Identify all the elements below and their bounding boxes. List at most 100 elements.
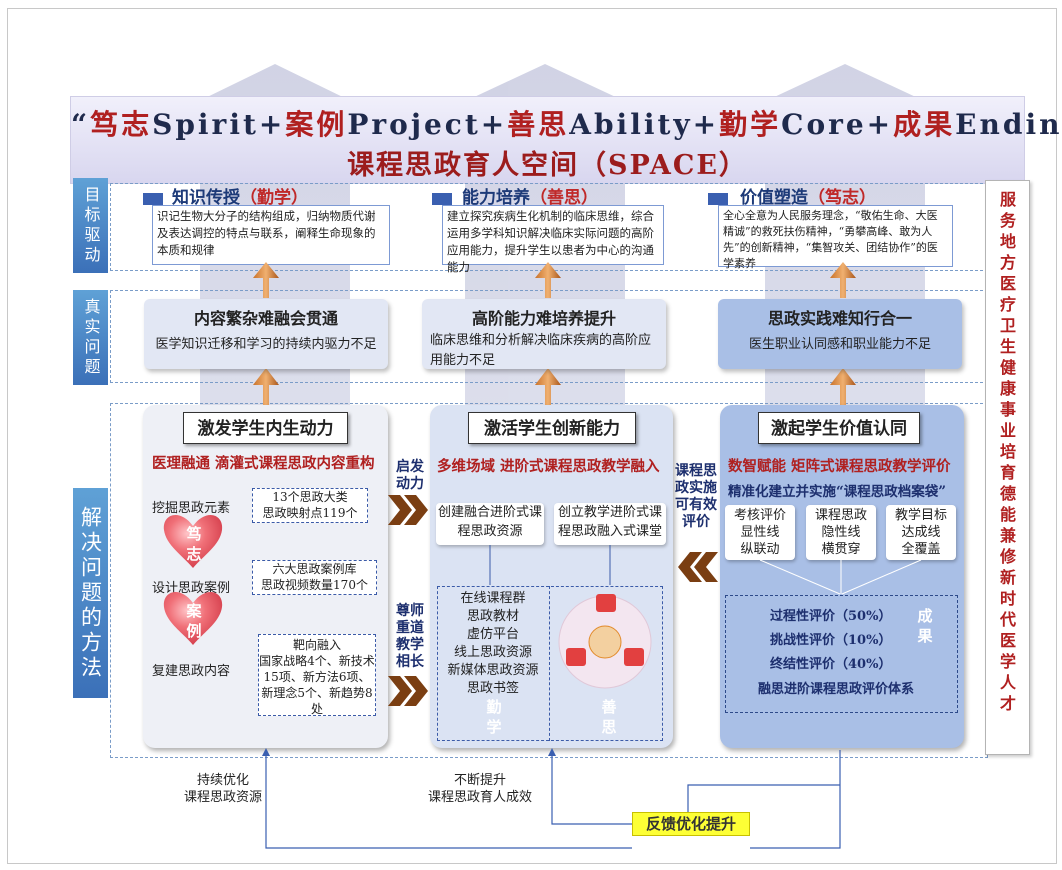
chevron-right-1b bbox=[404, 495, 428, 525]
problem-card-1: 内容繁杂难融会贯通 医学知识迁移和学习的持续内驱力不足 bbox=[144, 299, 388, 369]
side-text: 服务地方医疗卫生健康事业 培育德能兼修新时代医学人才 bbox=[999, 190, 1016, 713]
resource-list-item: 线上思政资源 bbox=[453, 645, 532, 660]
resource-list-item: 思政书签 bbox=[466, 681, 519, 696]
panel-3-box-2: 课程思政 隐性线 横贯穿 bbox=[806, 505, 876, 560]
side-column: 服务地方医疗卫生健康事业 培育德能兼修新时代医学人才 bbox=[985, 180, 1030, 755]
panel-3-box-3: 教学目标 达成线 全覆盖 bbox=[886, 505, 956, 560]
heart-anli-text: 案 例 bbox=[186, 602, 202, 640]
title-segment: Core+ bbox=[781, 108, 894, 141]
goal-title-1: 知识传授（勤学） bbox=[172, 188, 308, 208]
chevron-left-1a bbox=[694, 552, 718, 582]
problem-desc-3: 医生职业认同感和职业能力不足 bbox=[748, 337, 931, 352]
title-segment: “ bbox=[71, 108, 91, 141]
panel-1-header: 激发学生内生动力 bbox=[183, 412, 348, 444]
outer-frame bbox=[7, 8, 1057, 864]
panel-2-divider bbox=[549, 586, 550, 741]
up-arrow-problem-1 bbox=[253, 368, 279, 406]
title-segment: 勤学 bbox=[719, 108, 782, 141]
problem-card-3: 思政实践难知行合一 医生职业认同感和职业能力不足 bbox=[718, 299, 962, 369]
heart-chengguo-text: 成 果 bbox=[917, 607, 933, 645]
panel-2-box-1: 创建融合进阶式课程思政资源 bbox=[436, 503, 544, 545]
goal-text-1: 识记生物大分子的结构组成，归纳物质代谢及表达调控的特点与联系，阐释生命现象的本质… bbox=[152, 205, 390, 265]
eval-2: 挑战性评价（10%） bbox=[770, 633, 892, 648]
up-arrow-goal-1 bbox=[253, 262, 279, 298]
goal-text-2: 建立探究疾病生化机制的临床思维，综合运用多学科知识解决临床实际问题的高阶应用能力… bbox=[442, 205, 664, 274]
connector-pingjia: 课程思 政实施 可有效 评价 bbox=[675, 463, 717, 530]
bottom-label-middle: 不断提升 课程思政育人成效 bbox=[427, 773, 532, 805]
panel-3-header: 激起学生价值认同 bbox=[758, 412, 920, 444]
panel-2-resource-area bbox=[437, 586, 663, 741]
chevron-left-1b bbox=[678, 552, 702, 582]
eval-3: 终结性评价（40%） bbox=[770, 657, 892, 672]
up-arrow-goal-3 bbox=[830, 262, 856, 298]
panel-2-resource-list: 在线课程群思政教材虚仿平台线上思政资源新媒体思政资源思政书签 bbox=[440, 590, 546, 698]
problem-title-2: 高阶能力难培养提升 bbox=[471, 309, 616, 328]
chevron-right-2a bbox=[388, 676, 412, 706]
row-label-method: 解决问题的方法 bbox=[73, 488, 108, 698]
goal-text-3: 全心全意为人民服务理念，“敬佑生命、大医精诚”的救死扶伤精神，“勇攀高峰、敢为人… bbox=[718, 205, 953, 270]
title-segment: 成果 bbox=[893, 108, 956, 141]
panel-2-subtitle: 多维场域 进阶式课程思政教学融入 bbox=[437, 458, 660, 475]
chevron-right-2b bbox=[404, 676, 428, 706]
title-segment: Ability+ bbox=[569, 108, 720, 141]
connector-qifa: 启发 动力 bbox=[396, 459, 424, 492]
up-arrow-problem-3 bbox=[830, 368, 856, 406]
bullet-square-3 bbox=[708, 193, 728, 205]
chevron-right-1a bbox=[388, 495, 412, 525]
heart-duzhi-text: 笃 志 bbox=[186, 525, 202, 563]
row-label-problem: 真实问题 bbox=[73, 290, 108, 385]
goal-title-3: 价值塑造（笃志） bbox=[740, 188, 876, 208]
title-segment: Project+ bbox=[347, 108, 508, 141]
panel-3-eval-area bbox=[725, 595, 958, 713]
panel-3-subtitle: 数智赋能 矩阵式课程思政教学评价 bbox=[728, 458, 951, 475]
problem-title-3: 思政实践难知行合一 bbox=[767, 309, 912, 328]
problem-desc-1: 医学知识迁移和学习的持续内驱力不足 bbox=[155, 337, 377, 352]
bullet-square-2 bbox=[432, 193, 452, 205]
panel-2-header: 激活学生创新能力 bbox=[468, 412, 636, 444]
title-segment: 案例 bbox=[285, 108, 348, 141]
eval-1: 过程性评价（50%） bbox=[770, 609, 892, 624]
title-segment: 笃志 bbox=[90, 108, 153, 141]
method-panel-3 bbox=[720, 405, 964, 748]
panel-1-item-2-box: 六大思政案例库 思政视频数量170个 bbox=[252, 560, 377, 595]
connector-zunshi: 尊师 重道 教学 相长 bbox=[396, 603, 424, 670]
panel-1-item-3-label: 复建思政内容 bbox=[152, 664, 231, 679]
heart-qinxue-text: 勤 学 bbox=[486, 698, 502, 736]
heart-shansi-text: 善 思 bbox=[601, 698, 617, 736]
resource-list-item: 虚仿平台 bbox=[466, 627, 519, 642]
heart-anli bbox=[163, 591, 223, 645]
panel-3-eval-list: 过程性评价（50%） 挑战性评价（10%） 终结性评价（40%） bbox=[770, 605, 891, 677]
panel-1-item-1-box: 13个思政大类 思政映射点119个 bbox=[252, 488, 368, 523]
heart-duzhi bbox=[163, 514, 223, 568]
resource-list-item: 在线课程群 bbox=[460, 591, 526, 606]
goal-title-2: 能力培养（善思） bbox=[462, 188, 598, 208]
cycle-diagram bbox=[558, 594, 652, 689]
panel-1-item-3-box: 靶向融入 国家战略4个、新技术15项、新方法6项、新理念5个、新趋势8处 bbox=[258, 634, 376, 716]
panel-3-box-1: 考核评价 显性线 纵联动 bbox=[725, 505, 795, 560]
title-segment: 善思 bbox=[507, 108, 570, 141]
problem-card-2: 高阶能力难培养提升 临床思维和分析解决临床疾病的高阶应用能力不足 bbox=[422, 299, 666, 369]
problem-title-1: 内容繁杂难融会贯通 bbox=[193, 309, 338, 328]
method-panel-2 bbox=[430, 405, 673, 748]
feedback-label: 反馈优化提升 bbox=[632, 812, 750, 836]
panel-3-system: 融思进阶课程思政评价体系 bbox=[758, 682, 915, 697]
row-label-goal: 目标驱动 bbox=[73, 178, 108, 273]
title-segment: Spirit+ bbox=[152, 108, 286, 141]
panel-2-box-2: 创立教学进阶式课程思政融入式课堂 bbox=[554, 503, 666, 545]
bottom-label-left: 持续优化 课程思政资源 bbox=[183, 773, 262, 805]
resource-list-item: 思政教材 bbox=[466, 609, 519, 624]
up-arrow-problem-2 bbox=[535, 368, 561, 406]
up-arrow-goal-2 bbox=[535, 262, 561, 298]
resource-list-item: 新媒体思政资源 bbox=[447, 663, 539, 678]
panel-3-subtitle-2: 精准化建立并实施“课程思政档案袋” bbox=[728, 484, 947, 500]
title-segment: Ending” bbox=[955, 108, 1062, 141]
title-line-1: “笃志Spirit+案例Project+善思Ability+勤学Core+成果E… bbox=[71, 103, 1062, 143]
title-line-2: 课程思政育人空间（SPACE） bbox=[347, 150, 748, 181]
problem-desc-2: 临床思维和分析解决临床疾病的高阶应用能力不足 bbox=[430, 333, 652, 368]
panel-1-subtitle: 医理融通 滴灌式课程思政内容重构 bbox=[152, 455, 375, 472]
